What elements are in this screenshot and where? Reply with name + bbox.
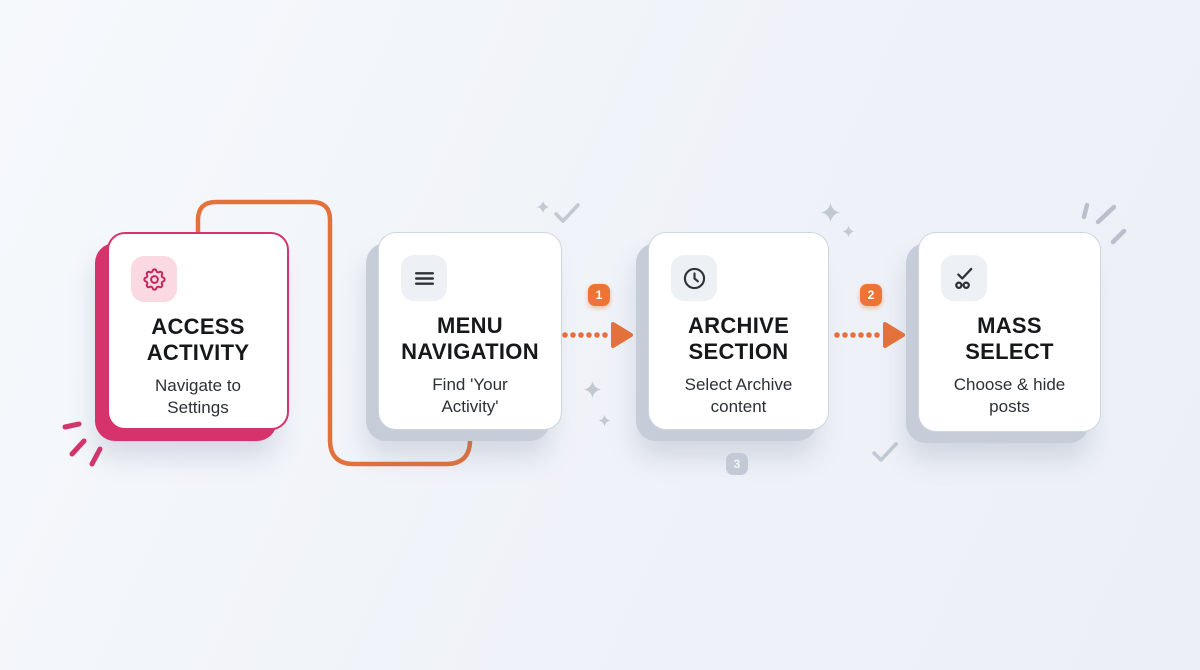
step-title: ACCESS ACTIVITY	[146, 314, 250, 365]
gear-icon	[131, 256, 177, 302]
sparkle-icon	[583, 380, 602, 399]
dotted-arrow-icon	[562, 322, 633, 348]
clock-icon	[671, 255, 717, 301]
step-title: ARCHIVE SECTION	[687, 313, 790, 364]
step-subtitle: Select Archive content	[684, 374, 793, 416]
card-face: MASS SELECT Choose & hide posts	[918, 232, 1101, 432]
card-face: ARCHIVE SECTION Select Archive content	[648, 232, 829, 430]
step-number-badge: 2	[860, 284, 882, 306]
checkmark-icon	[872, 442, 898, 462]
step-card-archive-section: ARCHIVE SECTION Select Archive content	[636, 232, 829, 441]
card-face: ACCESS ACTIVITY Navigate to Settings	[107, 232, 289, 430]
burst-icon	[62, 421, 103, 467]
card-face: MENU NAVIGATION Find 'Your Activity'	[378, 232, 562, 430]
mass-select-icon	[941, 255, 987, 301]
step-title: MENU NAVIGATION	[401, 313, 539, 364]
step-card-mass-select: MASS SELECT Choose & hide posts	[906, 232, 1101, 443]
dotted-arrow-icon	[834, 322, 905, 348]
sparkle-icon	[536, 200, 550, 214]
sparkle-icon	[598, 414, 611, 427]
sparkle-icon	[842, 225, 855, 238]
step-card-access-activity: ACCESS ACTIVITY Navigate to Settings	[95, 232, 289, 441]
checkmark-icon	[554, 203, 580, 223]
sparkle-icon	[820, 202, 841, 223]
step-subtitle: Navigate to Settings	[155, 375, 241, 417]
step-title: MASS SELECT	[965, 313, 1054, 364]
burst-icon	[1081, 202, 1127, 245]
step-number-badge: 1	[588, 284, 610, 306]
step-subtitle: Choose & hide posts	[953, 374, 1066, 416]
menu-icon	[401, 255, 447, 301]
step-subtitle: Find 'Your Activity'	[432, 374, 508, 416]
step-card-menu-navigation: MENU NAVIGATION Find 'Your Activity'	[366, 232, 562, 441]
step-number-badge: 3	[726, 453, 748, 475]
